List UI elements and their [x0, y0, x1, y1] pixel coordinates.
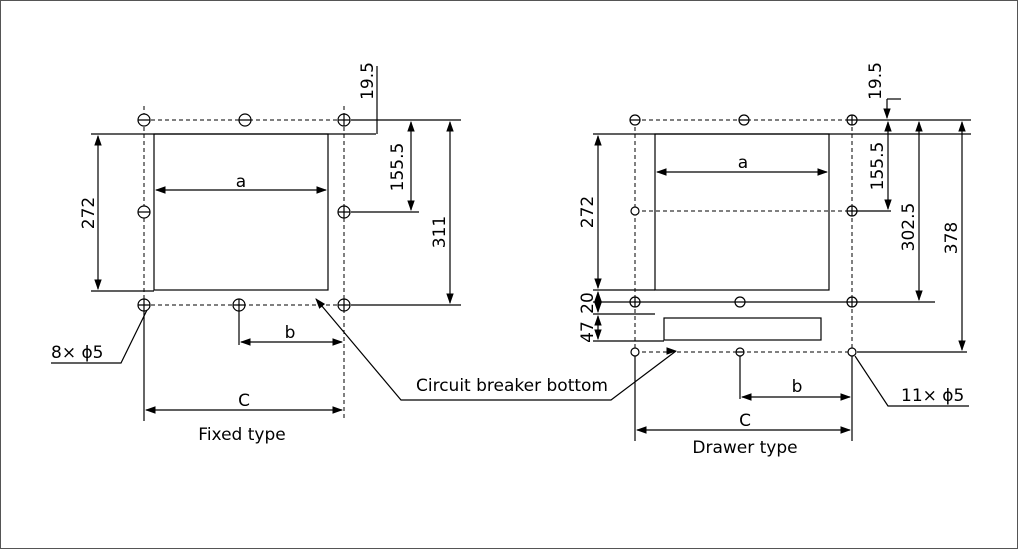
mounting-hole-icon: [630, 206, 640, 216]
drawer-type-drawing: a 272 20 47 155.5 302.5 378 19.5 b C Dra…: [578, 62, 971, 458]
fixed-dim-a: a: [236, 172, 246, 192]
drawer-dim-c: C: [739, 411, 751, 431]
fixed-dim-311: 311: [430, 216, 450, 248]
fixed-holes-callout: 8× ϕ5: [51, 343, 104, 363]
mounting-hole-icon: [630, 347, 640, 357]
fixed-type-drawing: a 272 311 155.5 19.5 b C Fixed type 8× ϕ…: [51, 62, 461, 445]
drawer-type-caption: Drawer type: [692, 438, 797, 458]
drawer-rail-slot: [663, 317, 822, 341]
circuit-breaker-bottom-label: Circuit breaker bottom: [416, 376, 608, 396]
drawer-dim-20: 20: [578, 292, 598, 314]
drawer-dim-b: b: [792, 377, 803, 397]
fixed-dim-155-5: 155.5: [388, 143, 408, 192]
fixed-mounting-holes: [137, 113, 351, 312]
mounting-hole-icon: [847, 347, 857, 357]
drawer-dim-378: 378: [942, 222, 962, 254]
drawer-dim-19-5: 19.5: [866, 62, 886, 100]
drawer-dim-302-5: 302.5: [899, 203, 919, 252]
fixed-breaker-body: [153, 133, 329, 291]
circuit-breaker-bottom-callout: Circuit breaker bottom: [315, 298, 677, 401]
drawer-dim-155-5: 155.5: [868, 142, 888, 191]
fixed-dim-272: 272: [79, 197, 99, 229]
drawer-dim-47: 47: [578, 321, 598, 343]
fixed-dim-c: C: [238, 391, 250, 411]
fixed-type-caption: Fixed type: [198, 425, 285, 445]
drawer-holes-callout: 11× ϕ5: [901, 386, 964, 406]
drawer-dim-a: a: [738, 153, 748, 173]
drawer-mounting-holes: [629, 114, 858, 357]
fixed-dim-b: b: [285, 323, 296, 343]
fixed-dim-19-5: 19.5: [358, 62, 378, 100]
drawer-dim-272: 272: [578, 196, 598, 228]
